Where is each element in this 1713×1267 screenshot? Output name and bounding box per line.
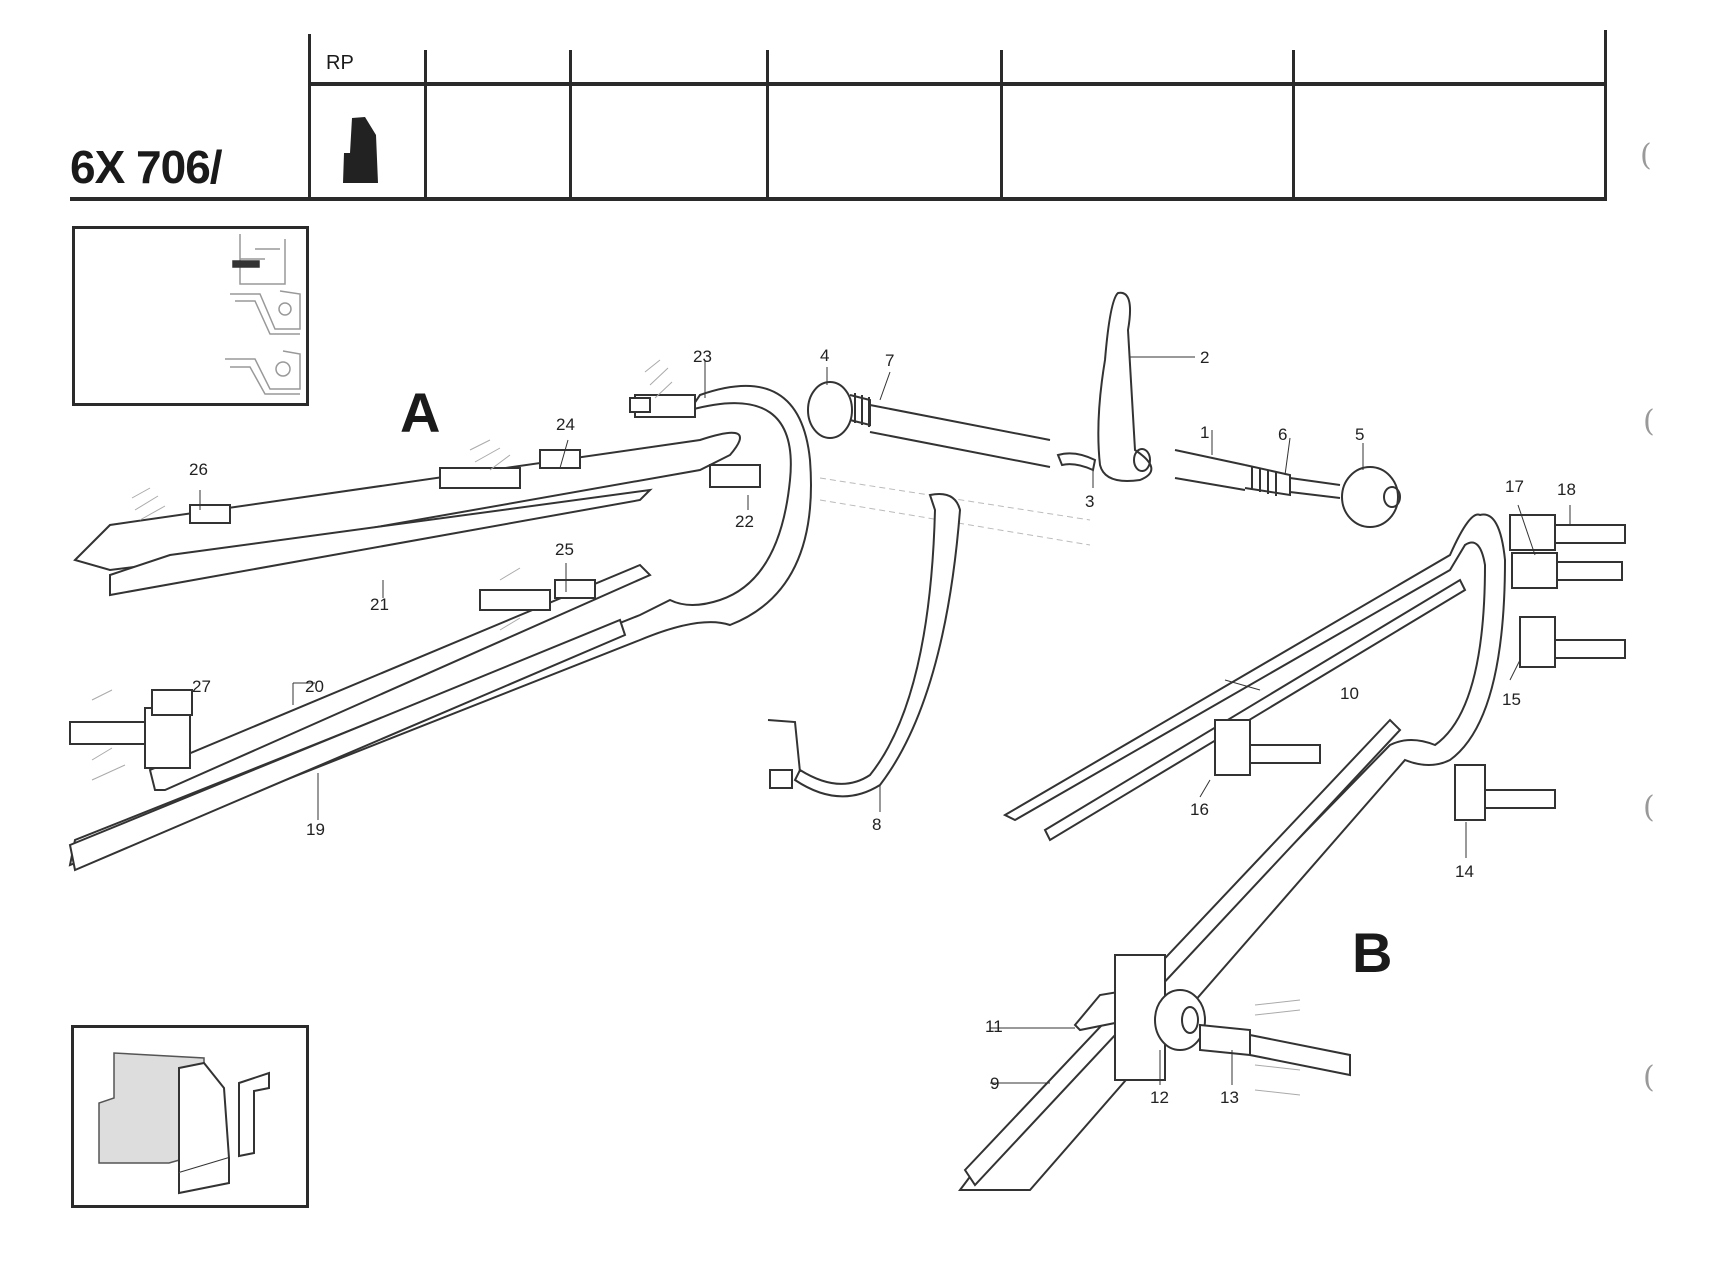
callout-26: 26 (189, 460, 208, 479)
part-3-clip (1056, 452, 1097, 472)
callout-12: 12 (1150, 1088, 1169, 1107)
callout-7: 7 (885, 351, 895, 370)
stud-25 (479, 579, 596, 611)
table-divider (424, 50, 427, 200)
stud-16 (1214, 719, 1321, 776)
callout-4: 4 (820, 346, 830, 365)
frame-b (958, 513, 1507, 1191)
binder-hole-mark: ( (1643, 404, 1655, 439)
callout-5: 5 (1355, 425, 1365, 444)
part-10-blade (1043, 578, 1467, 842)
stud-23 (629, 394, 696, 418)
callout-10: 10 (1340, 684, 1359, 703)
sequence-thumbnails-inset (72, 226, 309, 406)
callout-25: 25 (555, 540, 574, 559)
callout-3: 3 (1085, 492, 1095, 511)
blade-profile-3d-icon (98, 1052, 270, 1195)
header-mid-rule (310, 82, 1607, 86)
stud-22 (709, 464, 761, 488)
stud-17 (1509, 514, 1626, 551)
part-21-blade (73, 431, 741, 572)
stud-14 (1454, 764, 1556, 821)
part-8-band (793, 493, 962, 798)
stud-18 (1511, 552, 1623, 589)
callout-27: 27 (192, 677, 211, 696)
table-divider (1604, 30, 1607, 200)
table-divider (1000, 50, 1003, 200)
stud-26 (189, 504, 231, 524)
callout-2: 2 (1200, 348, 1210, 367)
part-5-nut (1341, 466, 1399, 528)
assembly-a-label: A (400, 381, 441, 444)
callout-20: 20 (305, 677, 324, 696)
part-20-blade (148, 563, 652, 791)
table-divider (569, 50, 572, 200)
callout-15: 15 (1502, 690, 1521, 709)
callout-21: 21 (370, 595, 389, 614)
callout-6: 6 (1278, 425, 1288, 444)
callout-19: 19 (306, 820, 325, 839)
stud-15 (1519, 616, 1626, 668)
blade-profile-3d-inset (71, 1025, 309, 1208)
part-code: 6X 706/ (70, 141, 223, 193)
part-19-bar (68, 618, 627, 872)
callout-13: 13 (1220, 1088, 1239, 1107)
part-4-nut (807, 381, 853, 439)
blade-profile-icon (343, 117, 378, 183)
callout-11: 11 (985, 1017, 1003, 1036)
assembly-b-label: B (1352, 921, 1393, 984)
part-21-lower (109, 488, 653, 597)
binder-hole-mark: ( (1640, 138, 1652, 173)
part-1-shaft-left (869, 404, 1051, 468)
table-divider (1292, 50, 1295, 200)
table-divider (308, 34, 311, 200)
callout-17: 17 (1505, 477, 1524, 496)
part-1-shaft-right (1174, 449, 1246, 491)
sequence-thumbnails-icon (225, 234, 301, 395)
callout-9: 9 (990, 1074, 1000, 1093)
callout-23: 23 (693, 347, 712, 366)
callout-18: 18 (1557, 480, 1576, 499)
part-13-stud (1199, 1023, 1351, 1077)
callout-14: 14 (1455, 862, 1474, 881)
part-6-spring (1244, 464, 1291, 497)
part-7-spring (849, 393, 871, 427)
binder-hole-mark: ( (1643, 790, 1655, 825)
header-bottom-rule (70, 197, 1607, 201)
callout-8: 8 (872, 815, 882, 834)
callout-22: 22 (735, 512, 754, 531)
callout-24: 24 (556, 415, 575, 434)
stud-27 (69, 689, 193, 769)
callout-1: 1 (1200, 423, 1210, 442)
callout-16: 16 (1190, 800, 1209, 819)
part-9-bar (963, 718, 1402, 1187)
part-2-lever (1097, 291, 1153, 482)
table-divider (766, 50, 769, 200)
binder-hole-mark: ( (1643, 1060, 1655, 1095)
rp-column-label: RP (326, 52, 354, 74)
stud-24 (439, 449, 581, 489)
